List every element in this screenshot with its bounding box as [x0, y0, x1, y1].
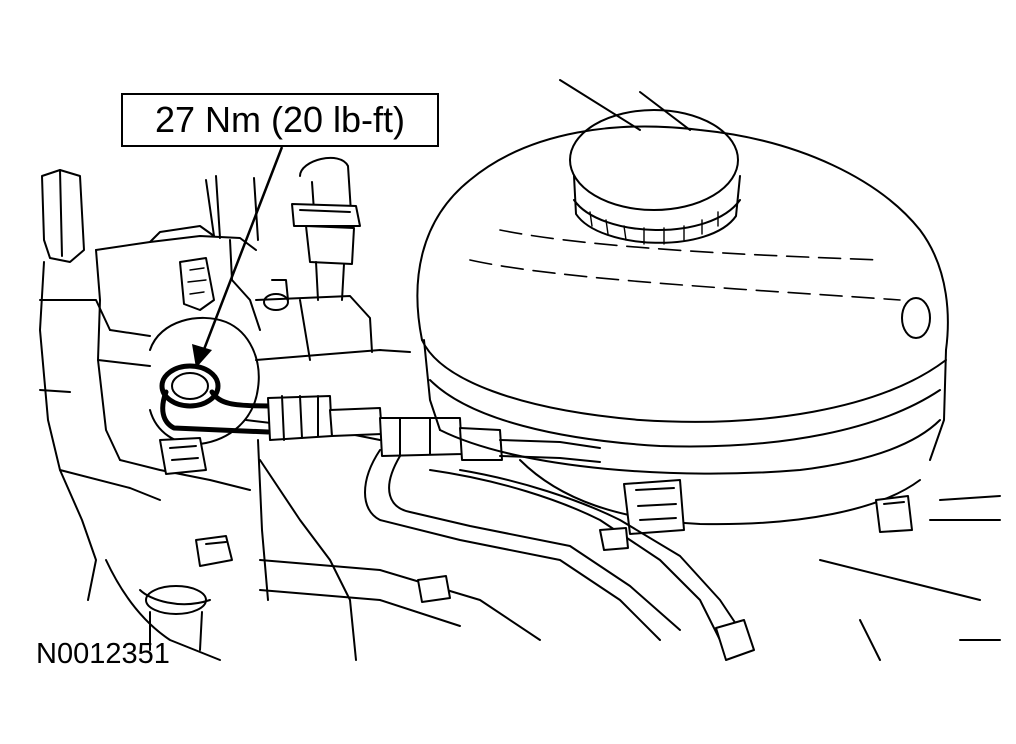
- brake-line-connectors: [263, 279, 601, 463]
- torque-callout: 27 Nm (20 lb-ft): [121, 93, 439, 147]
- master-cylinder-flange: [149, 295, 411, 661]
- level-sensor-connector: [623, 479, 913, 535]
- callout-leader-arrow: [192, 146, 284, 368]
- figure-id: N0012351: [36, 638, 170, 670]
- reservoir-hose: [291, 156, 361, 301]
- reservoir-cap: [569, 109, 741, 245]
- mounting-bolt: [159, 437, 207, 475]
- torque-label: 27 Nm (20 lb-ft): [154, 99, 406, 140]
- brake-line-fitting-nut: [159, 363, 273, 435]
- brake-fluid-reservoir: [416, 125, 949, 526]
- lower-left-hardware: [105, 535, 233, 661]
- lower-brake-lines: [259, 449, 755, 661]
- engine-housing-left: [39, 169, 261, 601]
- background-lines: [559, 79, 691, 131]
- right-frame: [819, 495, 1001, 661]
